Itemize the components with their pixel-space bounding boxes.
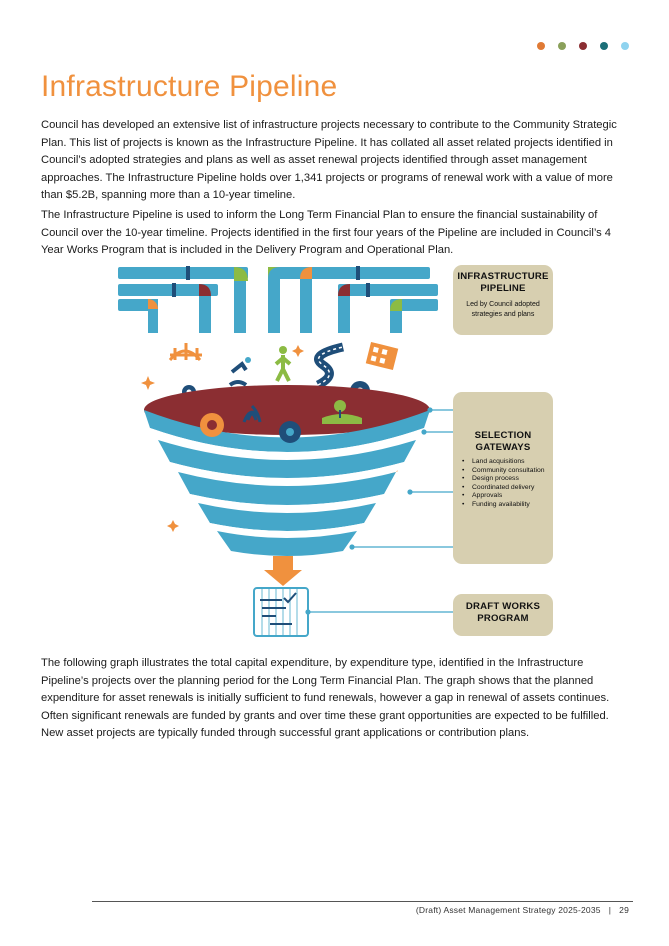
page-footer: (Draft) Asset Management Strategy 2025-2… xyxy=(416,905,629,915)
header-dot xyxy=(621,42,629,50)
header-dot xyxy=(537,42,545,50)
swimmer-icon xyxy=(228,361,248,387)
park-icon xyxy=(322,400,362,424)
sparkle-icon xyxy=(167,520,179,532)
box-title-line: GATEWAYS xyxy=(475,441,531,453)
building-icon xyxy=(365,341,399,371)
gear-icon xyxy=(279,421,301,443)
selection-gateways-box: SELECTION GATEWAYS Land acquisitions Com… xyxy=(453,392,553,564)
graph-intro-paragraph: The following graph illustrates the tota… xyxy=(41,657,610,740)
footer-document-title: (Draft) Asset Management Strategy 2025-2… xyxy=(415,905,601,915)
funnel-icon xyxy=(144,385,430,556)
header-dot xyxy=(600,42,608,50)
header-dot xyxy=(558,42,566,50)
road-icon xyxy=(314,342,345,390)
list-item: Approvals xyxy=(462,492,553,501)
connector-lines xyxy=(305,407,453,615)
header-dot xyxy=(579,42,587,50)
walker-icon xyxy=(274,346,292,382)
list-item: Funding availability xyxy=(462,501,553,510)
gear-icon xyxy=(200,413,224,437)
page-title: Infrastructure Pipeline xyxy=(41,70,338,103)
pipes-icon xyxy=(118,266,438,333)
sparkle-icon xyxy=(292,345,304,357)
infrastructure-pipeline-box: INFRASTRUCTURE PIPELINE Led by Council a… xyxy=(453,265,553,335)
box-title-line: SELECTION xyxy=(474,430,532,441)
fountain-icon xyxy=(242,404,262,423)
checklist-icon xyxy=(253,587,309,637)
intro-paragraph: Council has developed an extensive list … xyxy=(41,119,617,202)
list-item: Community consultation xyxy=(462,467,553,476)
page-number: 29 xyxy=(619,905,629,915)
box-subtitle: Led by Council adopted strategies and pl… xyxy=(466,301,540,318)
gateways-list: Land acquisitions Community consultation… xyxy=(462,458,553,510)
infrastructure-pipeline-diagram xyxy=(118,266,453,637)
arrow-down-icon xyxy=(264,556,302,586)
box-title-line: DRAFT WORKS xyxy=(465,601,541,612)
list-item: Coordinated delivery xyxy=(462,484,553,493)
box-title-line: PIPELINE xyxy=(480,282,526,294)
list-item: Land acquisitions xyxy=(462,458,553,467)
bridge-icon xyxy=(168,343,202,361)
header-dots xyxy=(537,42,629,50)
box-title-line: INFRASTRUCTURE xyxy=(457,271,549,282)
draft-works-program-box: DRAFT WORKS PROGRAM xyxy=(453,594,553,636)
footer-separator: | xyxy=(608,905,612,915)
sparkle-icon xyxy=(141,376,155,390)
box-title-line: PROGRAM xyxy=(477,612,529,624)
footer-divider xyxy=(92,901,633,902)
pipeline-usage-paragraph: The Infrastructure Pipeline is used to i… xyxy=(41,209,612,257)
list-item: Design process xyxy=(462,475,553,484)
